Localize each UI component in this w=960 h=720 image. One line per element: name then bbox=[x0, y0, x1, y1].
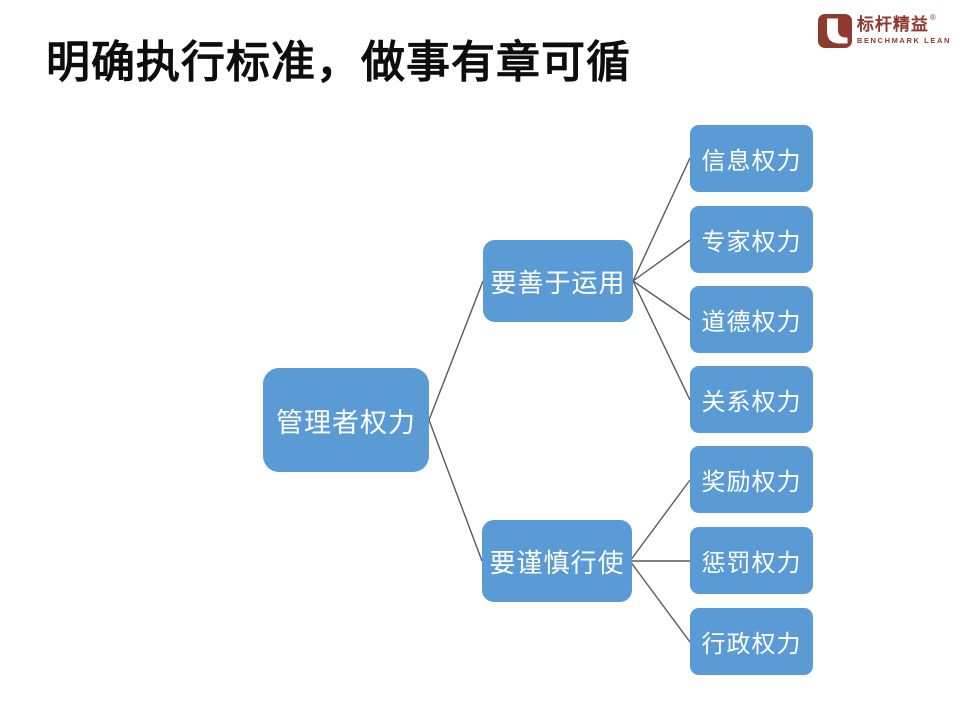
node-leaf-expert-power: 专家权力 bbox=[690, 206, 813, 273]
logo-name: 标杆精益 bbox=[856, 15, 929, 34]
benchmark-lean-logo: 标杆精益 ® BENCHMARK LEAN bbox=[817, 13, 951, 49]
connector-branch0-to-leaf-0 bbox=[632, 157, 691, 282]
node-branch-exercise-cautiously: 要谨慎行使 bbox=[482, 520, 632, 602]
node-leaf-punishment-power: 惩罚权力 bbox=[690, 527, 813, 594]
connector-root-to-branch-0 bbox=[428, 280, 484, 421]
node-leaf-reward-power: 奖励权力 bbox=[690, 446, 813, 513]
node-leaf-information-power: 信息权力 bbox=[690, 125, 813, 192]
logo-registered-mark: ® bbox=[929, 13, 936, 22]
connector-branch1-to-leaf-0 bbox=[629, 479, 691, 562]
node-manager-power: 管理者权力 bbox=[263, 368, 429, 472]
connector-root-to-branch-1 bbox=[428, 419, 483, 562]
connector-branch0-to-leaf-3 bbox=[632, 280, 691, 401]
logo-subtitle: BENCHMARK LEAN bbox=[856, 36, 951, 45]
connector-branch0-to-leaf-2 bbox=[632, 280, 691, 321]
node-leaf-relationship-power: 关系权力 bbox=[690, 366, 813, 433]
benchmark-lean-logo-icon bbox=[817, 14, 852, 48]
node-leaf-administrative-power: 行政权力 bbox=[690, 608, 813, 675]
connector-branch1-to-leaf-2 bbox=[629, 560, 691, 643]
node-branch-use-skillfully: 要善于运用 bbox=[483, 240, 633, 322]
slide-title: 明确执行标准，做事有章可循 bbox=[46, 38, 631, 87]
node-leaf-moral-power: 道德权力 bbox=[690, 286, 813, 353]
connector-branch0-to-leaf-1 bbox=[632, 239, 691, 282]
logo-text-block: 标杆精益 ® BENCHMARK LEAN bbox=[857, 13, 951, 45]
